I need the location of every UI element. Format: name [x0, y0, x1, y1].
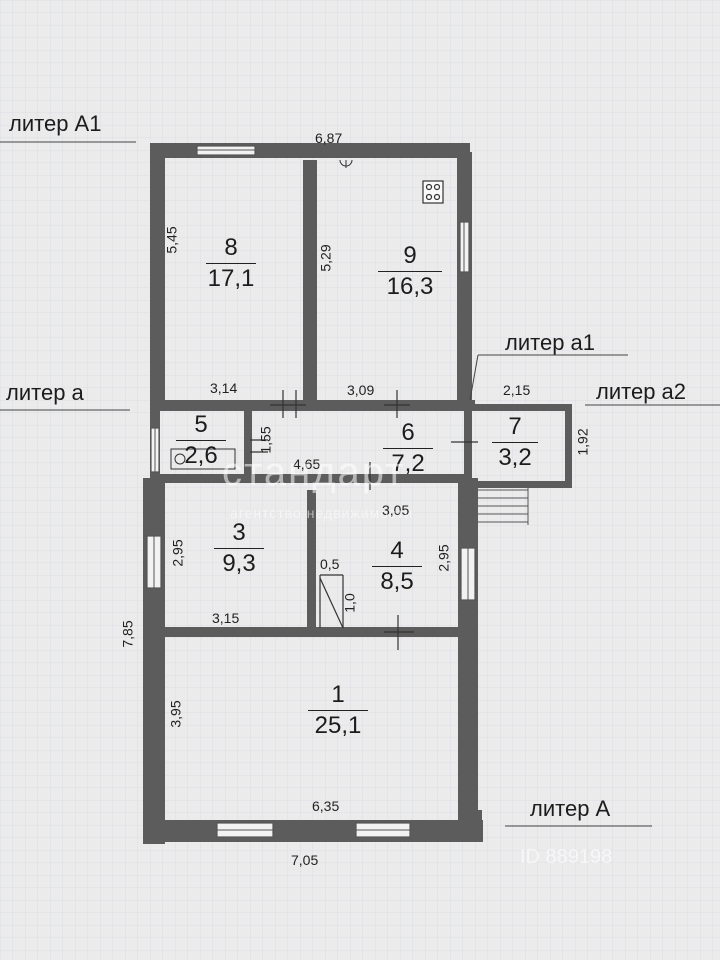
liter-a1-lower-label: литер а1 — [505, 330, 596, 355]
room-5-label: 5 2,6 — [176, 412, 226, 469]
room-number: 3 — [232, 519, 246, 546]
room-number: 9 — [403, 242, 417, 269]
room-area: 2,6 — [176, 440, 226, 469]
room-area: 25,1 — [308, 710, 368, 739]
room-area: 3,2 — [492, 442, 538, 471]
dim-room9-height: 5,29 — [317, 244, 334, 272]
room-3-label: 3 9,3 — [214, 520, 264, 577]
dim-a2-width: 2,15 — [503, 382, 531, 398]
watermark-subtitle: агентство недвижимости — [230, 505, 414, 521]
room-area: 7,2 — [383, 448, 433, 477]
dim-room3-width: 3,15 — [212, 610, 240, 626]
room-number: 4 — [390, 537, 404, 564]
room-area: 8,5 — [372, 566, 422, 595]
wall-bottom-a1 — [150, 400, 475, 411]
dim-room9-width: 3,09 — [347, 382, 375, 398]
wall-a2-bottom — [468, 481, 572, 488]
room-8-label: 8 17,1 — [206, 235, 256, 292]
wall-right-a-main — [458, 478, 478, 838]
wall-left-a1 — [150, 143, 165, 405]
wall-bottom-a-main — [143, 820, 483, 842]
dim-room8-width: 3,14 — [210, 380, 238, 396]
liter-lines — [0, 141, 720, 827]
entrance-steps — [478, 488, 529, 525]
room-1-label: 1 25,1 — [308, 682, 368, 739]
room-6-label: 6 7,2 — [383, 420, 433, 477]
lamp-icon — [339, 159, 353, 168]
room-number: 5 — [194, 411, 208, 438]
dim-room8-height: 5,45 — [163, 226, 180, 254]
liter-a1-upper-label: литер А1 — [9, 111, 102, 136]
watermark-brand: стандарт — [222, 450, 406, 494]
wall-a2-right — [565, 404, 572, 488]
room-number: 7 — [508, 413, 522, 440]
dim-total-height: 7,85 — [119, 620, 136, 648]
watermark-id: ID 889198 — [520, 846, 613, 868]
dim-step-depth: 1,0 — [341, 593, 358, 613]
room-number: 1 — [331, 681, 345, 708]
door-marks — [250, 390, 478, 650]
room-7-label: 7 3,2 — [492, 414, 538, 471]
room-area: 17,1 — [206, 263, 256, 292]
step-outline — [319, 574, 344, 629]
wall-left-a-main — [143, 478, 165, 844]
liter-a-label: литер а — [6, 380, 84, 405]
wall-partition-8-9 — [303, 160, 317, 408]
dim-room4-top-width: 3,05 — [382, 502, 410, 518]
wall-a-bottom — [150, 474, 468, 483]
dim-room1-width: 6,35 — [312, 798, 340, 814]
dim-room4-height: 2,95 — [435, 544, 452, 572]
liter-a2-label: литер а2 — [596, 379, 687, 404]
room-number: 8 — [224, 234, 238, 261]
dim-top-width: 6,87 — [315, 130, 343, 146]
wall-a2-top — [468, 404, 572, 411]
room-number: 6 — [401, 419, 415, 446]
dim-room1-height: 3,95 — [167, 700, 184, 728]
wall-room5-right — [244, 410, 252, 475]
stove-icon — [422, 180, 444, 204]
room-area: 9,3 — [214, 548, 264, 577]
dim-step-width: 0,5 — [320, 556, 340, 572]
dim-bottom-width: 7,05 — [291, 852, 319, 868]
wall-right-a1 — [457, 152, 472, 405]
wall-partition-row — [160, 627, 460, 637]
bath-icon — [170, 448, 236, 470]
dim-room3-height: 2,95 — [169, 539, 186, 567]
room-9-label: 9 16,3 — [378, 243, 442, 300]
dim-corridor-width: 4,65 — [293, 456, 321, 472]
liter-a-main-label: литер А — [530, 796, 611, 821]
wall-partition-3-4 — [307, 490, 316, 630]
dim-a2-height: 1,92 — [574, 428, 591, 456]
wall-a2-left — [464, 404, 472, 488]
room-area: 16,3 — [378, 271, 442, 300]
room-4-label: 4 8,5 — [372, 538, 422, 595]
